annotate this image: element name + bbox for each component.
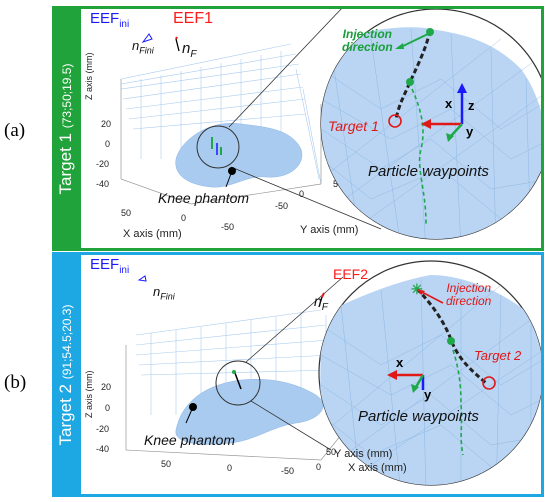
svg-text:50: 50 <box>326 447 336 457</box>
svg-text:0: 0 <box>299 189 304 199</box>
eef2-label: EEF2 <box>333 266 369 282</box>
svg-text:-20: -20 <box>96 159 109 169</box>
target2-zoom-label: Target 2 <box>474 348 522 363</box>
svg-text:20: 20 <box>101 382 111 392</box>
injection-direction-label-a: Injection direction <box>342 27 393 54</box>
n-fini-label-a: n <box>132 38 140 53</box>
eef-ini-label-b: EEF <box>90 256 120 273</box>
target2-coords: (91;54.5;20.3) <box>60 304 74 379</box>
target1-sidebar: Target 1 (73;50;19.5) <box>52 6 80 251</box>
y-axis-label-a: Y axis (mm) <box>300 224 359 236</box>
svg-text:-50: -50 <box>221 222 234 232</box>
svg-text:50: 50 <box>161 459 171 469</box>
svg-text:-40: -40 <box>96 179 109 189</box>
n-fini-label-b: n <box>153 284 161 299</box>
svg-text:-20: -20 <box>96 424 109 434</box>
waypoints-label-b: Particle waypoints <box>358 408 479 425</box>
target1-marker <box>388 114 402 128</box>
panel-label-a: (a) <box>4 120 26 141</box>
target2-sidebar: Target 2 (91;54.5;20.3) <box>52 252 80 497</box>
svg-text:0: 0 <box>316 462 321 472</box>
panel-a-figure: 20 0 -20 -40 50 0 -50 -50 0 50 <box>96 9 541 240</box>
waypoints-label-a: Particle waypoints <box>368 163 489 180</box>
z-axis-label-b: Z axis (mm) <box>84 370 94 419</box>
z-axis-label-a: Z axis (mm) <box>84 52 94 101</box>
y-axis-label-b: Y axis (mm) <box>334 448 393 460</box>
axis-z-label-a: z <box>468 98 475 113</box>
svg-text:0: 0 <box>181 213 186 223</box>
target1-zoom-label: Target 1 <box>328 118 379 134</box>
svg-text:0: 0 <box>227 463 232 473</box>
x-axis-label-a: X axis (mm) <box>123 228 182 240</box>
injection-path-a <box>394 30 432 120</box>
knee-phantom-shape <box>175 122 303 188</box>
trajectory-wireframe <box>120 43 322 185</box>
eef1-label: EEF1 <box>173 10 214 27</box>
svg-text:20: 20 <box>101 119 111 129</box>
injection-direction-label-b: Injection direction <box>446 281 492 308</box>
svg-text:-50: -50 <box>275 201 288 211</box>
svg-text:-50: -50 <box>281 466 294 476</box>
panel-a-frame <box>78 6 544 251</box>
axis-y-label-b: y <box>424 387 432 402</box>
x-axis-label-b: X axis (mm) <box>348 462 407 474</box>
svg-text:50: 50 <box>121 208 131 218</box>
eef-ini-label-a: EEF <box>90 10 120 27</box>
zoom-source-circle <box>196 125 240 169</box>
target2-title: Target 2 <box>56 383 75 445</box>
target1-coords: (73;50;19.5) <box>60 63 74 128</box>
svg-text:0: 0 <box>105 139 110 149</box>
panel-b-figure: 20 0 -20 -40 50 0 -50 0 50 ✳ <box>96 260 541 486</box>
target1-title: Target 1 <box>56 132 75 194</box>
knee-phantom-label-b: Knee phantom <box>144 432 236 448</box>
panel-label-b: (b) <box>4 372 27 393</box>
axis-y-label-a: y <box>466 124 474 139</box>
svg-text:0: 0 <box>105 403 110 413</box>
axis-x-label-b: x <box>396 355 404 370</box>
axis-x-label-a: x <box>445 96 453 111</box>
n-f-label-a: n <box>182 40 191 57</box>
svg-text:-40: -40 <box>96 444 109 454</box>
knee-phantom-label-a: Knee phantom <box>158 190 250 206</box>
n-f-label-b: n <box>314 293 322 309</box>
panel-b-frame <box>78 252 544 497</box>
